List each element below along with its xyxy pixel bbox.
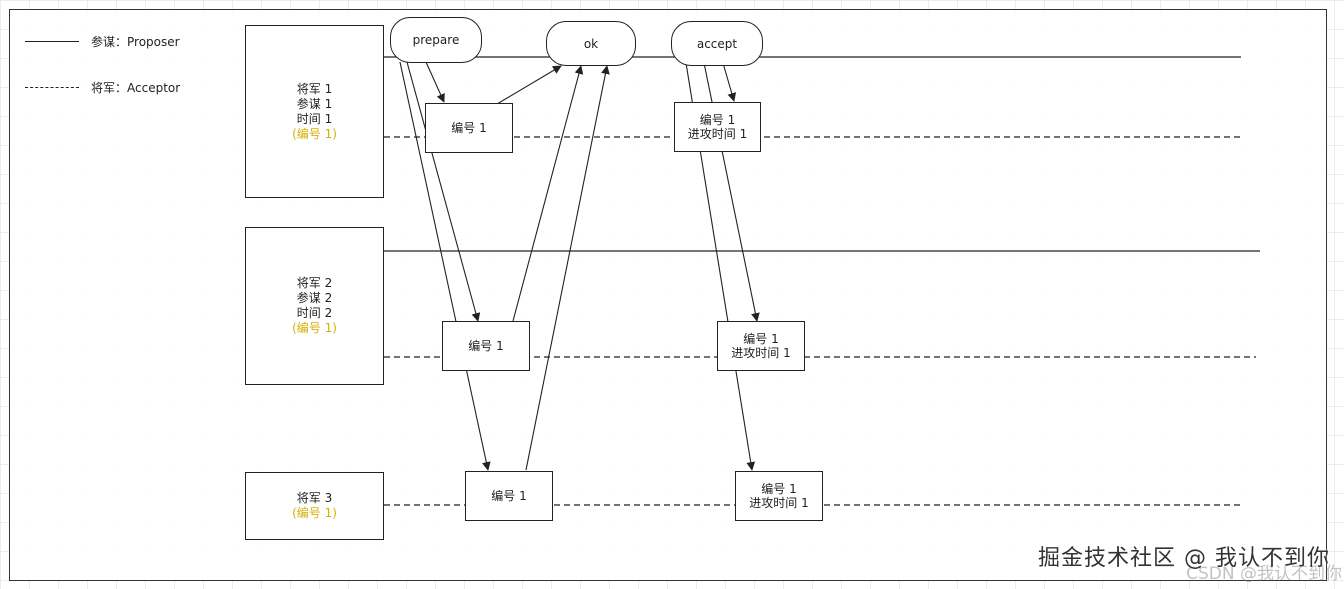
prepare-arrow-to-general-1 bbox=[425, 61, 445, 103]
prepare-label: prepare bbox=[412, 33, 460, 47]
accept-pill: accept bbox=[671, 21, 763, 66]
general-2-time: 时间 2 bbox=[296, 306, 333, 320]
accept-label: accept bbox=[696, 36, 738, 51]
accept-box-2-number: 编号 1 bbox=[743, 332, 779, 346]
accept-box-general-1: 编号 1 进攻时间 1 bbox=[674, 102, 761, 152]
ok-pill: ok bbox=[546, 21, 636, 66]
general-3-box: 将军 3 (编号 1) bbox=[245, 472, 384, 540]
prepare-box-2-label: 编号 1 bbox=[468, 339, 504, 353]
general-1-box: 将军 1 参谋 1 时间 1 (编号 1) bbox=[245, 25, 384, 198]
prepare-arrow-to-general-2 bbox=[406, 61, 481, 322]
general-2-advisor: 参谋 2 bbox=[296, 291, 333, 305]
accept-box-general-3: 编号 1 进攻时间 1 bbox=[735, 471, 823, 521]
prepare-arrow-to-general-3 bbox=[399, 61, 491, 471]
general-1-name: 将军 1 bbox=[296, 81, 333, 96]
accept-box-3-number: 编号 1 bbox=[761, 482, 797, 496]
general-2-name: 将军 2 bbox=[296, 276, 333, 290]
legend-acceptor-label: 将军：Acceptor bbox=[91, 81, 181, 95]
accept-arrow-to-general-1 bbox=[722, 62, 737, 102]
ok-label: ok bbox=[583, 36, 599, 51]
general-2-box: 将军 2 参谋 2 时间 2 (编号 1) bbox=[245, 227, 384, 385]
watermark-csdn: CSDN @我认不到你 bbox=[1186, 564, 1342, 584]
diagram-frame bbox=[9, 9, 1327, 581]
general-2-proposal: (编号 1) bbox=[292, 321, 337, 335]
legend-solid-line bbox=[25, 41, 79, 42]
general-1-advisor: 参谋 1 bbox=[296, 96, 333, 111]
prepare-box-general-3: 编号 1 bbox=[465, 471, 553, 521]
legend-acceptor: 将军：Acceptor bbox=[25, 79, 180, 96]
watermark-juejin: 掘金技术社区 @ 我认不到你 bbox=[1038, 546, 1330, 571]
legend-proposer: 参谋：Proposer bbox=[25, 33, 180, 50]
accept-box-general-2: 编号 1 进攻时间 1 bbox=[717, 321, 805, 371]
prepare-box-1-label: 编号 1 bbox=[451, 121, 487, 135]
prepare-box-3-label: 编号 1 bbox=[491, 489, 527, 503]
accept-box-1-number: 编号 1 bbox=[699, 113, 736, 127]
prepare-box-general-1: 编号 1 bbox=[425, 103, 513, 153]
accept-box-1-time: 进攻时间 1 bbox=[687, 127, 748, 141]
ok-arrow-from-general-1 bbox=[496, 65, 562, 105]
accept-box-2-time: 进攻时间 1 bbox=[731, 346, 791, 360]
general-1-proposal: (编号 1) bbox=[292, 126, 337, 141]
ok-arrow-from-general-2 bbox=[512, 65, 584, 322]
legend-dashed-line bbox=[25, 87, 79, 88]
general-3-name: 将军 3 bbox=[296, 491, 333, 505]
accept-box-3-time: 进攻时间 1 bbox=[749, 496, 809, 510]
ok-arrow-from-general-3 bbox=[525, 65, 610, 471]
prepare-pill: prepare bbox=[390, 17, 482, 63]
legend-proposer-label: 参谋：Proposer bbox=[91, 35, 180, 49]
general-3-proposal: (编号 1) bbox=[292, 506, 337, 520]
general-1-time: 时间 1 bbox=[296, 111, 333, 126]
prepare-box-general-2: 编号 1 bbox=[442, 321, 530, 371]
